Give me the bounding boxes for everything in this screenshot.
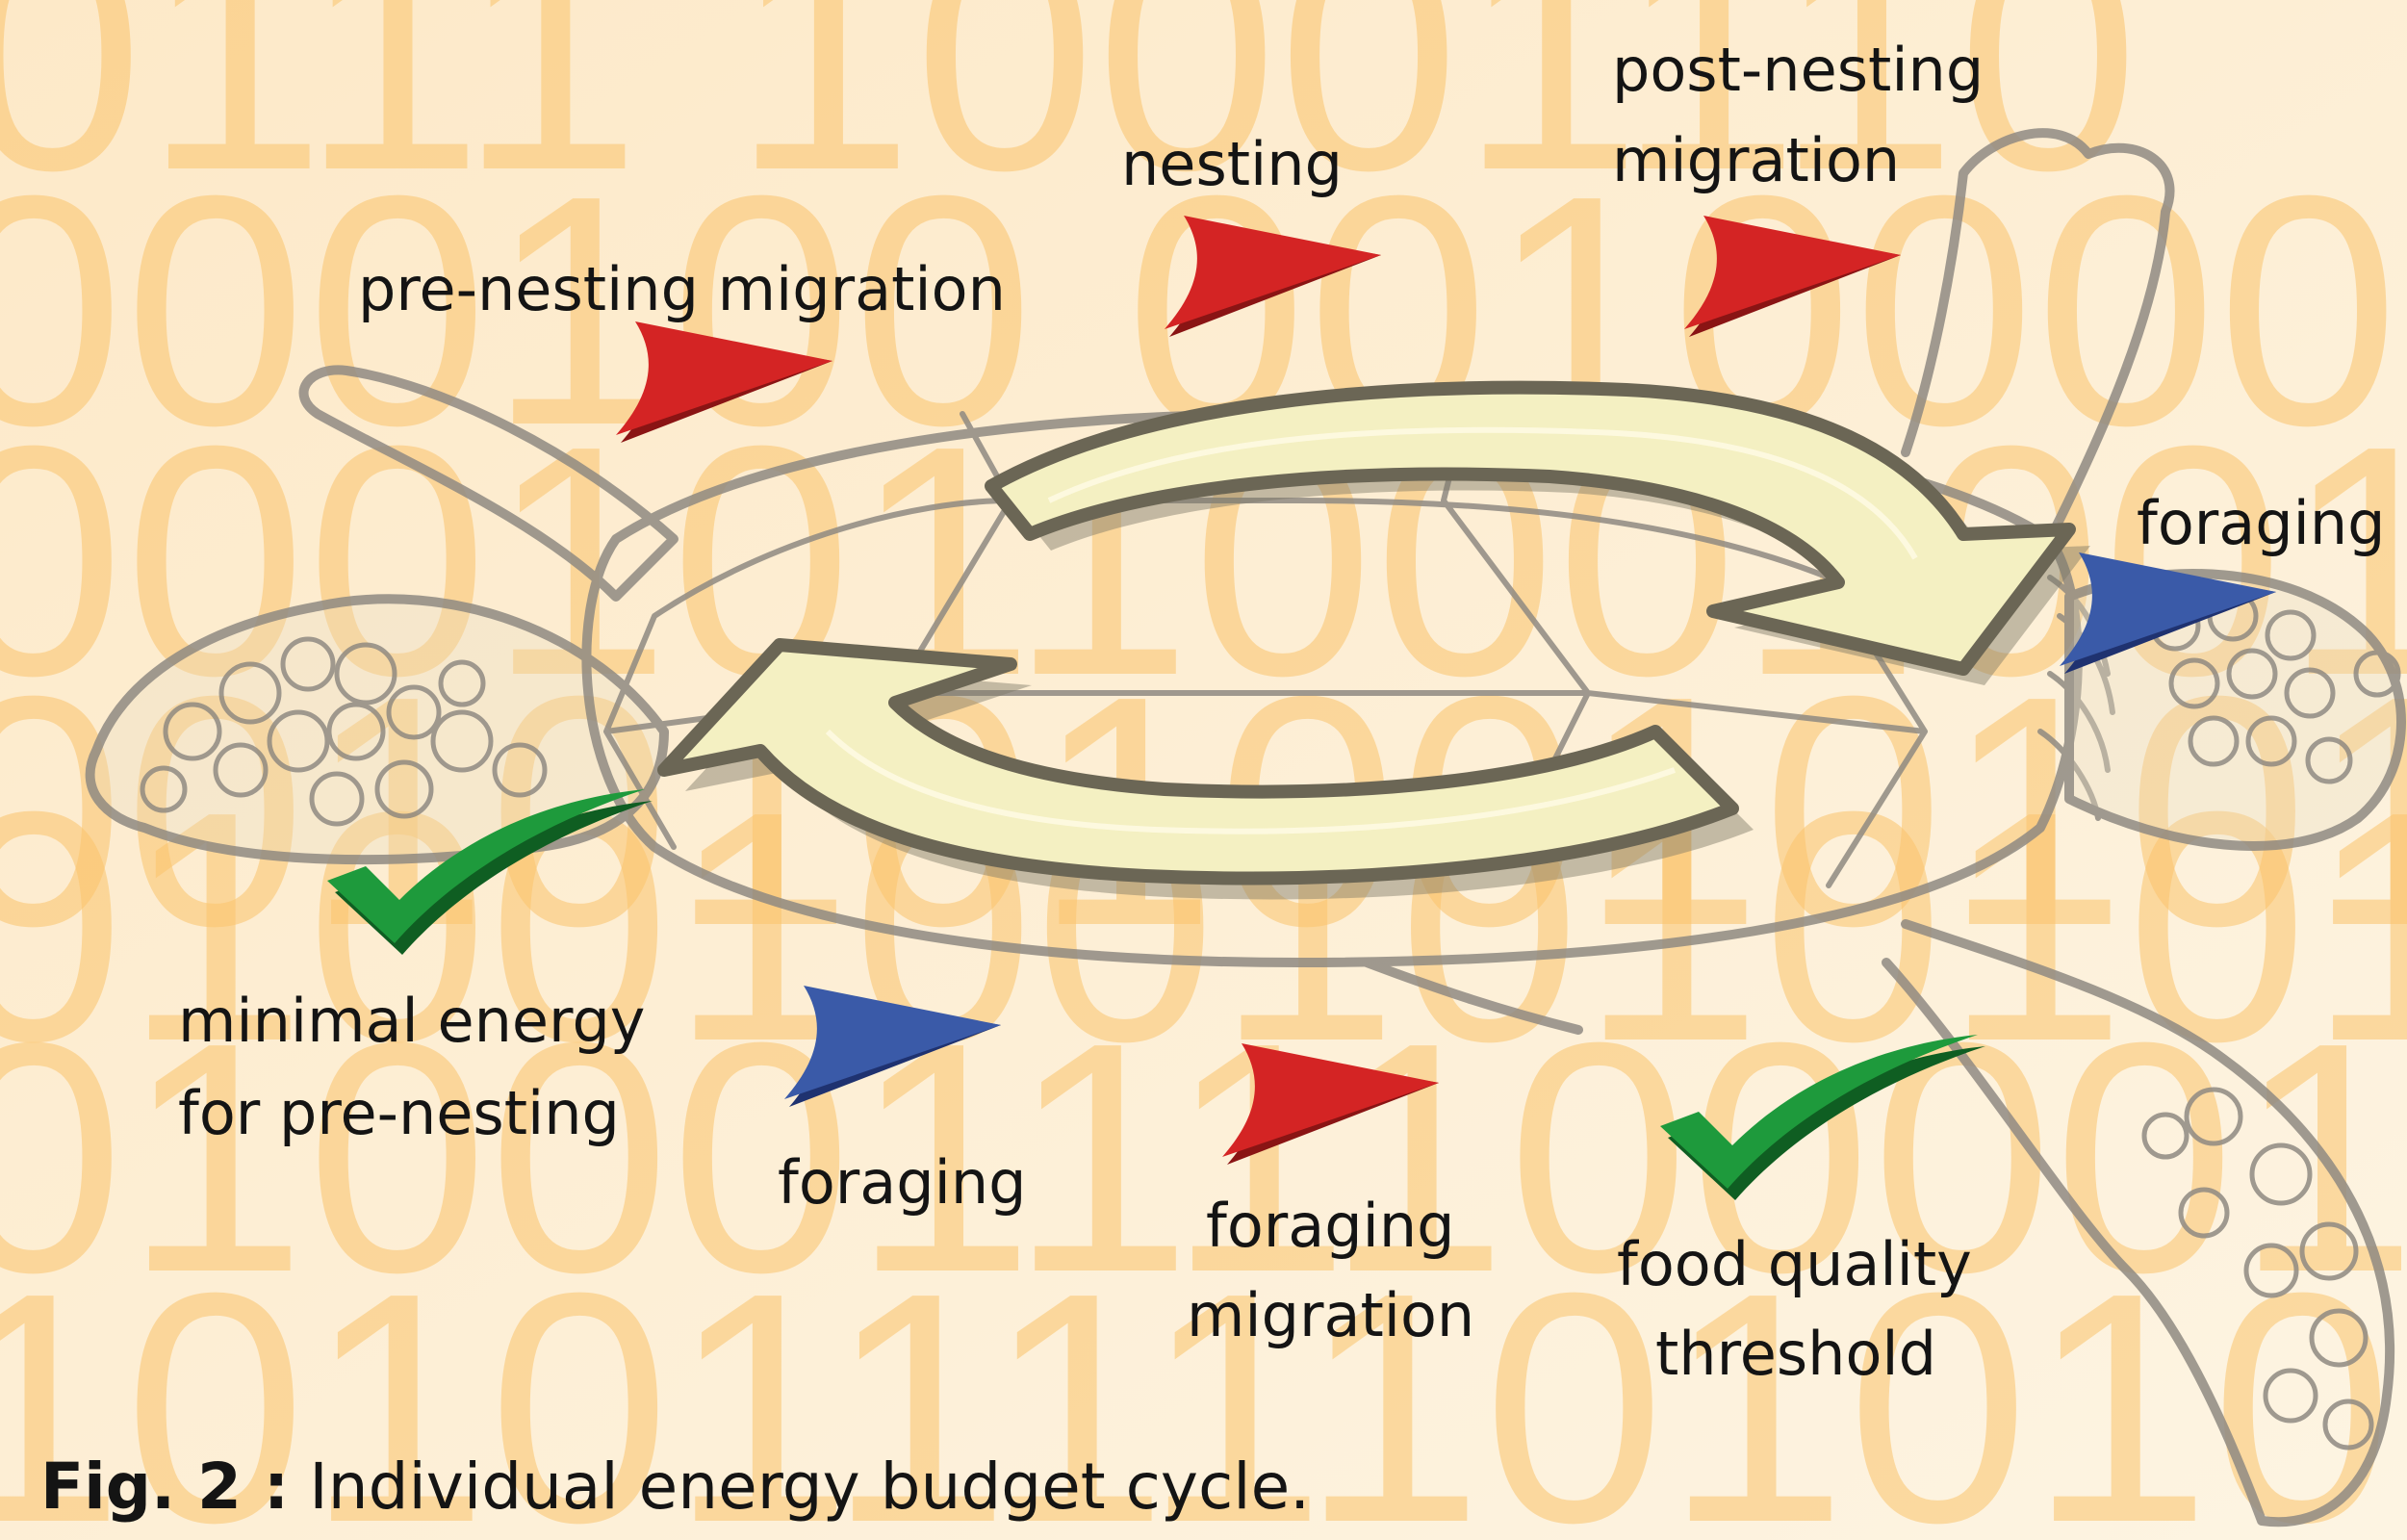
label-nesting: nesting	[1121, 129, 1343, 199]
label-foraging-migration-line1: foraging	[1206, 1191, 1454, 1261]
label-minimal-energy-line1: minimal energy	[178, 986, 646, 1056]
label-post-nesting-line2: migration	[1612, 125, 1900, 195]
label-foraging-migration-line2: migration	[1187, 1280, 1474, 1350]
label-post-nesting-line1: post-nesting	[1612, 35, 1984, 105]
label-foraging-right: foraging	[2137, 488, 2385, 558]
label-minimal-energy-line2: for pre-nesting	[178, 1078, 620, 1148]
figure-caption: Fig. 2 : Individual energy budget cycle.	[40, 1450, 1310, 1524]
caption-text: Individual energy budget cycle.	[289, 1450, 1310, 1524]
caption-prefix: Fig. 2 :	[40, 1450, 289, 1524]
label-foraging-bottom: foraging	[778, 1147, 1026, 1218]
label-food-quality-line1: food quality	[1617, 1229, 1972, 1299]
label-food-quality-line2: threshold	[1655, 1319, 1936, 1389]
label-pre-nesting-migration: pre-nesting migration	[358, 254, 1006, 324]
